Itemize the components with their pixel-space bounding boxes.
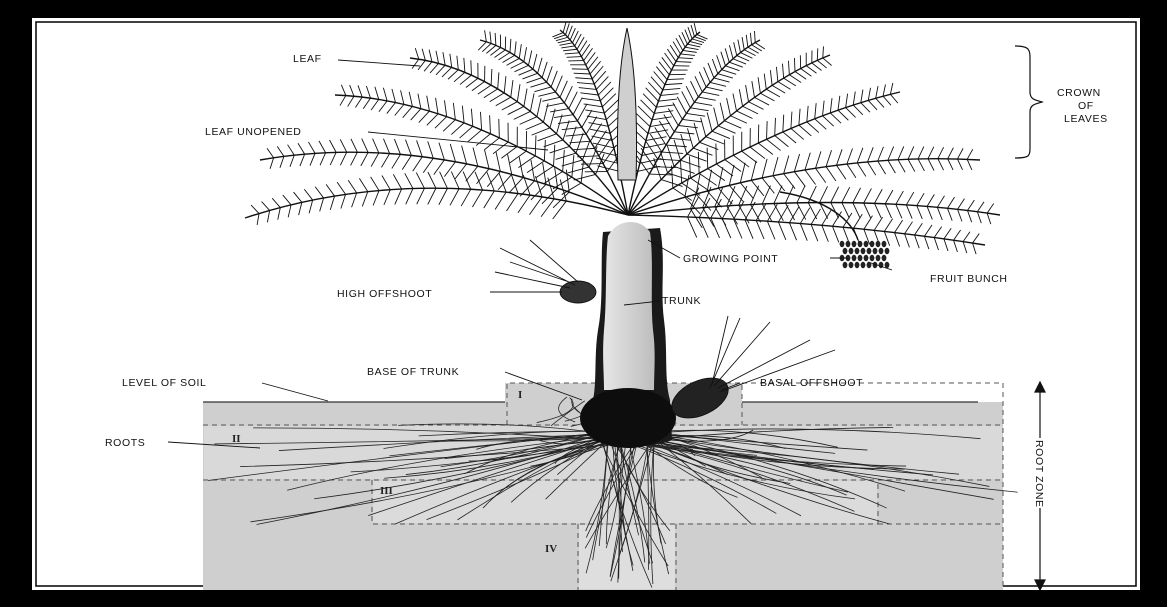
label-leaf-unopened: LEAF UNOPENED	[205, 126, 302, 138]
label-roots: ROOTS	[105, 437, 145, 449]
label-trunk: TRUNK	[662, 295, 701, 307]
label-growing-point: GROWING POINT	[683, 253, 778, 265]
label-root-zone: ROOT ZONE	[1033, 440, 1045, 508]
label-high-offshoot: HIGH OFFSHOOT	[337, 288, 432, 300]
zone-label-1: I	[518, 389, 522, 401]
zone-label-2: II	[232, 433, 241, 445]
zone-label-3: III	[380, 485, 393, 497]
label-basal-offshoot: BASAL OFFSHOOT	[760, 377, 863, 389]
zone-label-4: IV	[545, 543, 557, 555]
label-crown-1: CROWN	[1057, 87, 1101, 99]
label-fruit-bunch: FRUIT BUNCH	[930, 273, 1008, 285]
label-leaf: LEAF	[293, 53, 322, 65]
label-base-of-trunk: BASE OF TRUNK	[367, 366, 459, 378]
label-level-of-soil: LEVEL OF SOIL	[122, 377, 206, 389]
label-crown-3: LEAVES	[1064, 113, 1108, 125]
label-crown-2: OF	[1078, 100, 1094, 112]
